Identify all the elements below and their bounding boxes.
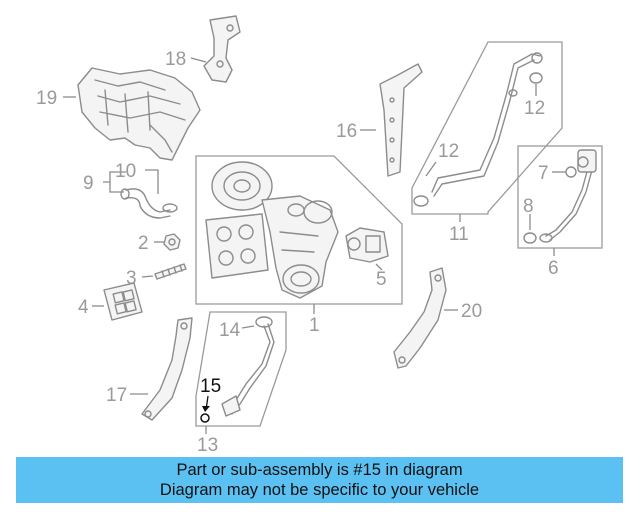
o-ring-15	[200, 413, 210, 423]
bracket-part	[203, 15, 241, 83]
callout-4: 4	[78, 297, 89, 318]
leader-14	[241, 325, 255, 329]
washer-12-top	[529, 72, 543, 84]
leader-3	[141, 275, 154, 278]
callout-5: 5	[376, 269, 387, 290]
callout-19: 19	[36, 88, 57, 109]
lower-bracket-part	[393, 267, 447, 369]
oil-return-frame	[195, 311, 287, 427]
shield-bracket-part	[379, 63, 423, 177]
parts-diagram: 19 18 9 10 2 3 4	[36, 15, 603, 455]
callout-10: 10	[115, 161, 136, 182]
turbocharger-frame	[195, 155, 403, 305]
nut-part	[163, 233, 181, 251]
callout-1: 1	[309, 315, 320, 336]
leader-5	[375, 263, 383, 271]
washer-8	[523, 232, 537, 244]
callout-14: 14	[219, 320, 241, 341]
callout-13: 13	[197, 435, 218, 455]
banner-line-disclaimer: Diagram may not be specific to your vehi…	[159, 481, 480, 499]
callout-12-mid: 12	[438, 141, 459, 162]
callout-20: 20	[461, 301, 482, 322]
callout-17: 17	[106, 385, 127, 406]
washer-7	[565, 166, 577, 178]
leader-10	[145, 169, 159, 194]
support-bracket-part	[141, 317, 193, 421]
turbocharger-part	[205, 161, 339, 299]
highlighted-part-15: 15	[200, 376, 221, 423]
info-banner: Part or sub-assembly is #15 in diagram D…	[16, 457, 623, 503]
leader-12b	[425, 161, 437, 177]
leader-18	[190, 57, 207, 63]
actuator-part	[345, 227, 389, 263]
callout-16: 16	[336, 121, 357, 142]
banner-line-part: Part or sub-assembly is #15 in diagram	[176, 461, 463, 479]
return-line-part	[539, 149, 597, 243]
leader-9	[103, 171, 126, 193]
callout-2: 2	[138, 233, 149, 254]
callout-3: 3	[126, 268, 137, 289]
heat-shield-part	[77, 67, 201, 161]
gasket-part	[103, 282, 143, 321]
callout-15: 15	[200, 376, 221, 397]
return-line-frame	[517, 145, 603, 249]
oil-return-pipe-part	[221, 316, 275, 417]
callout-12-top: 12	[524, 98, 545, 119]
coolant-hose-part	[120, 188, 178, 219]
callout-7: 7	[538, 163, 549, 184]
callout-11: 11	[449, 224, 469, 245]
arrowhead-15	[202, 406, 210, 412]
stud-part	[154, 263, 187, 280]
callout-18: 18	[165, 49, 186, 70]
callout-6: 6	[548, 258, 559, 279]
oil-line-frame	[411, 41, 563, 215]
oil-feed-line-part	[413, 52, 543, 207]
callout-9: 9	[83, 173, 94, 194]
callout-8: 8	[523, 196, 534, 217]
